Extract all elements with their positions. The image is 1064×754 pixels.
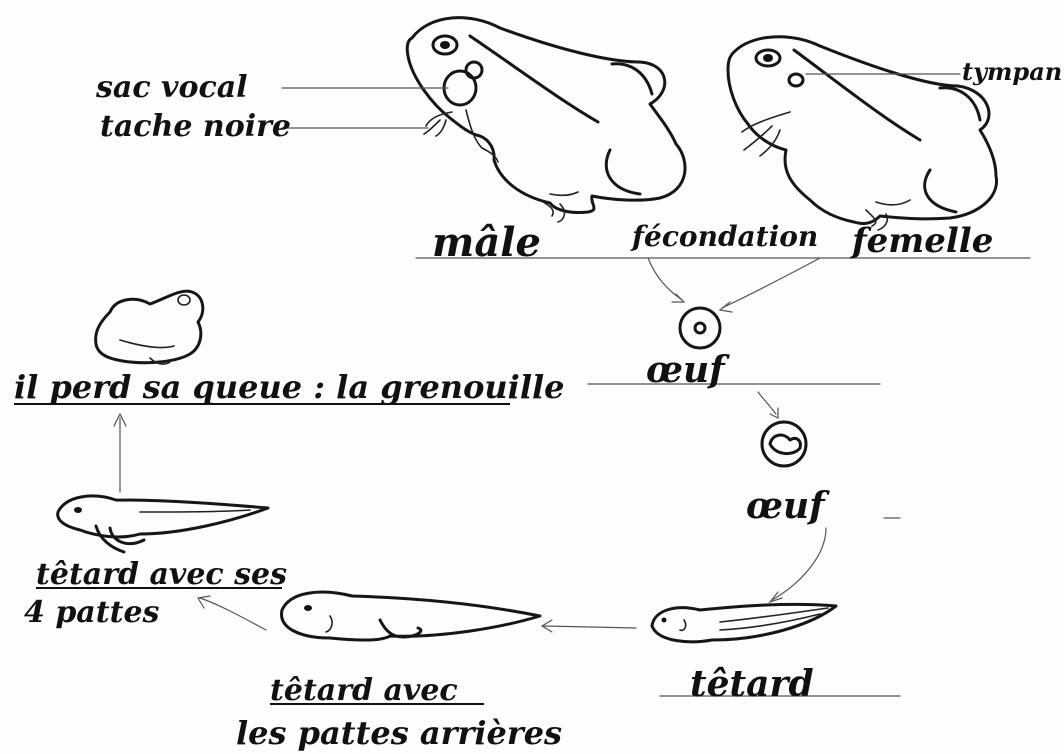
label-tetard-pattes-arrieres-1: têtard avec bbox=[270, 673, 458, 708]
female-frog-icon bbox=[728, 37, 997, 230]
label-tympan: tympan bbox=[962, 57, 1062, 86]
label-tetard-4-pattes-2: 4 pattes bbox=[24, 595, 160, 630]
tadpole-icon bbox=[652, 604, 836, 641]
label-oeuf-1: œuf bbox=[646, 349, 730, 391]
label-femelle: femelle bbox=[850, 221, 993, 261]
arrow-hind-to-four bbox=[200, 598, 266, 630]
label-tetard-4-pattes-1: têtard avec ses bbox=[36, 557, 287, 592]
tadpole-hind-legs-icon bbox=[282, 592, 540, 640]
arrow-head bbox=[770, 408, 778, 418]
label-male: mâle bbox=[432, 219, 541, 266]
label-tetard-pattes-arrieres-2: les pattes arrières bbox=[236, 714, 562, 752]
arrow-head bbox=[198, 596, 210, 608]
label-tache-noire: tache noire bbox=[100, 109, 291, 144]
arrow-tadpole-to-hind bbox=[544, 626, 636, 628]
arrow-egg-to-egg bbox=[758, 392, 776, 414]
egg-icon bbox=[680, 308, 720, 348]
arrow-head bbox=[672, 294, 684, 302]
label-oeuf-2: œuf bbox=[746, 485, 830, 527]
young-frog-icon bbox=[96, 291, 203, 364]
arrow-female-to-egg bbox=[722, 258, 820, 308]
label-sac-vocal: sac vocal bbox=[95, 70, 248, 105]
label-fecondation: fécondation bbox=[630, 220, 818, 253]
label-tetard: têtard bbox=[690, 663, 814, 705]
developing-egg-icon bbox=[762, 422, 806, 466]
tadpole-four-legs-icon bbox=[58, 496, 268, 552]
male-frog-icon bbox=[407, 18, 685, 222]
arrow-male-to-egg bbox=[648, 258, 682, 300]
arrow-egg-to-tadpole bbox=[772, 528, 826, 600]
label-grenouille: il perd sa queue : la grenouille bbox=[14, 368, 565, 406]
